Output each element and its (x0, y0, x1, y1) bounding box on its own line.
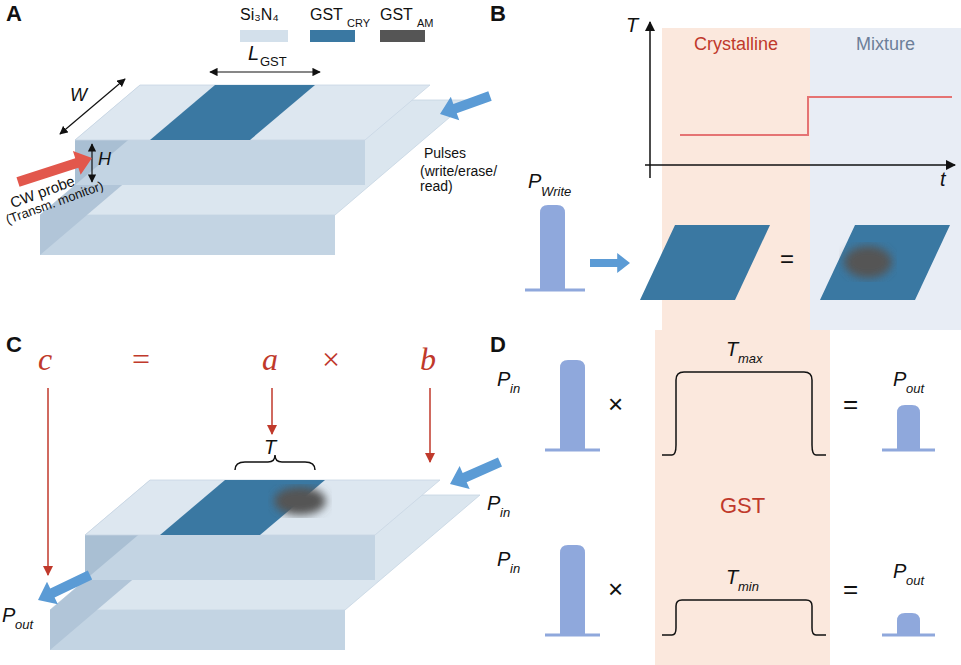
band-label: Mixture (810, 34, 961, 55)
symbol-label: P (893, 368, 906, 390)
symbol-label: = (843, 390, 858, 419)
axis-label: t (940, 168, 946, 190)
subscript: out (906, 382, 924, 396)
dimension-label: L (248, 42, 259, 64)
symbol-label: × (608, 390, 623, 419)
subscript: out (15, 618, 33, 632)
legend-swatch (310, 30, 355, 42)
legend-subscript: AM (417, 17, 434, 29)
subscript: max (738, 352, 763, 366)
pointer-arrow (429, 388, 431, 462)
symbol-label: = (132, 342, 150, 377)
amorphous-region (274, 487, 326, 515)
subscript: min (738, 580, 759, 594)
amorphous-region (844, 246, 892, 278)
legend-swatch (240, 30, 288, 42)
pulse-arrow (590, 253, 630, 273)
symbol-label: = (843, 575, 858, 604)
pointer-arrow (271, 388, 273, 434)
legend-subscript: CRY (347, 17, 370, 29)
panel-letter: A (6, 2, 22, 26)
pulse-arrow (440, 91, 492, 120)
subscript: out (906, 574, 924, 588)
substrate-front (40, 215, 335, 255)
subscript: in (500, 506, 510, 520)
gst-patch (150, 85, 315, 140)
equals-sign: = (780, 246, 794, 272)
height-arrow (91, 144, 92, 182)
panel-letter: D (490, 333, 506, 357)
ridge-top (85, 480, 440, 535)
symbol-label: T (264, 436, 276, 458)
subscript: in (510, 562, 520, 576)
symbol-label: × (608, 575, 623, 604)
dimension-subscript: GST (260, 55, 287, 69)
symbol-label: b (420, 342, 436, 377)
input-pulse (560, 360, 585, 450)
band-label: GST (655, 493, 830, 519)
length-arrow (210, 71, 320, 72)
signal-label: P (528, 170, 541, 192)
symbol-label: P (487, 492, 500, 514)
legend-label: GST (310, 6, 343, 24)
panel-letter: B (490, 2, 506, 26)
transmission-max (662, 372, 826, 455)
legend-swatch (380, 30, 425, 42)
dimension-label: W (70, 86, 87, 106)
pulse-note: (write/erase/ read) (420, 164, 512, 195)
gst-mixture (820, 225, 950, 300)
time-axis (645, 164, 955, 166)
symbol-label: T (726, 566, 738, 588)
ridge-top (75, 85, 430, 140)
symbol-label: T (726, 338, 738, 360)
gst-patch (160, 480, 325, 535)
symbol-label: P (497, 368, 510, 390)
pulse-label: Pulses (424, 146, 466, 161)
signal-subscript: Write (541, 185, 571, 199)
dimension-label: H (98, 150, 111, 170)
legend-label: GST (380, 6, 413, 24)
region-band: GST (655, 330, 830, 665)
input-arrow (450, 457, 502, 489)
symbol-label: a (262, 342, 278, 377)
axis-label: T (626, 14, 638, 36)
symbol-label: c (38, 342, 52, 377)
output-arrow (38, 570, 92, 604)
input-pulse (560, 545, 585, 635)
temperature-axis (649, 22, 651, 178)
symbol-label: P (497, 548, 510, 570)
output-pulse (897, 613, 920, 635)
pointer-arrow (47, 388, 49, 575)
output-pulse (897, 405, 920, 450)
transmission-min (662, 600, 826, 635)
temperature-trace (680, 97, 952, 135)
panel-letter: C (6, 333, 22, 357)
substrate-front (50, 610, 345, 650)
symbol-label: P (893, 560, 906, 582)
gst-crystalline (640, 225, 770, 300)
subscript: in (510, 382, 520, 396)
write-pulse (540, 205, 565, 290)
band-label: Crystalline (662, 34, 810, 55)
symbol-label: × (322, 342, 340, 377)
symbol-label: P (2, 604, 15, 626)
legend-label: Si₃N₄ (240, 6, 279, 24)
